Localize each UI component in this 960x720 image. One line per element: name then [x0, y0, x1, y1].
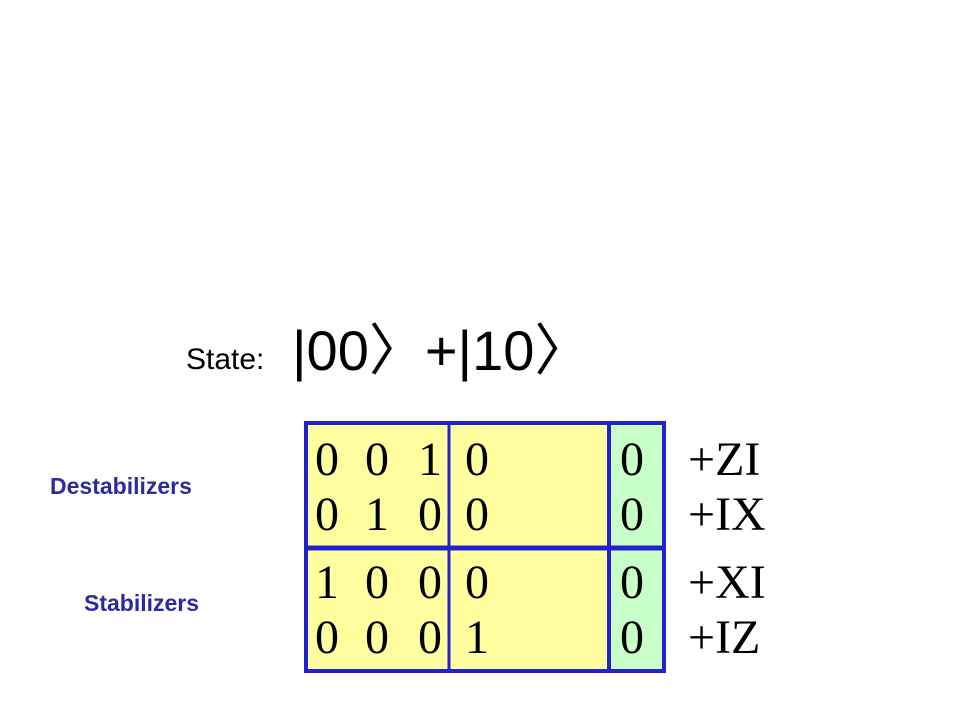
x-bit-cell: 0 [365, 433, 389, 486]
x-bit-cell: 1 [365, 488, 389, 541]
x-bit-cell: 1 [315, 556, 339, 609]
stabilizers-label: Stabilizers [84, 590, 200, 616]
z-bit-cell: 0 [465, 488, 489, 541]
bit-block [304, 421, 611, 673]
state-ket: |00〉+|10〉 [292, 319, 591, 382]
pauli-operator-label: +ZI [688, 433, 760, 486]
x-bit-cell: 0 [365, 611, 389, 664]
z-bit-cell: 1 [418, 433, 442, 486]
destabilizers-label: Destabilizers [50, 473, 192, 499]
state-label: State: [186, 343, 265, 376]
z-bit-cell: 0 [418, 611, 442, 664]
phase-bit-cell: 0 [620, 433, 644, 486]
phase-bit-cell: 0 [620, 611, 644, 664]
x-bit-cell: 0 [315, 488, 339, 541]
pauli-operator-label: +XI [688, 556, 766, 609]
x-bit-cell: 0 [315, 433, 339, 486]
pauli-operator-label: +IZ [688, 611, 760, 664]
phase-block [607, 421, 666, 673]
phase-bit-cell: 0 [620, 488, 644, 541]
z-bit-cell: 0 [418, 488, 442, 541]
pauli-operator-label: +IX [688, 488, 766, 541]
z-bit-cell: 0 [418, 556, 442, 609]
phase-bit-cell: 0 [620, 556, 644, 609]
z-bit-cell: 0 [465, 433, 489, 486]
x-bit-cell: 0 [365, 556, 389, 609]
x-bit-cell: 0 [315, 611, 339, 664]
z-bit-cell: 0 [465, 556, 489, 609]
z-bit-cell: 1 [465, 611, 489, 664]
